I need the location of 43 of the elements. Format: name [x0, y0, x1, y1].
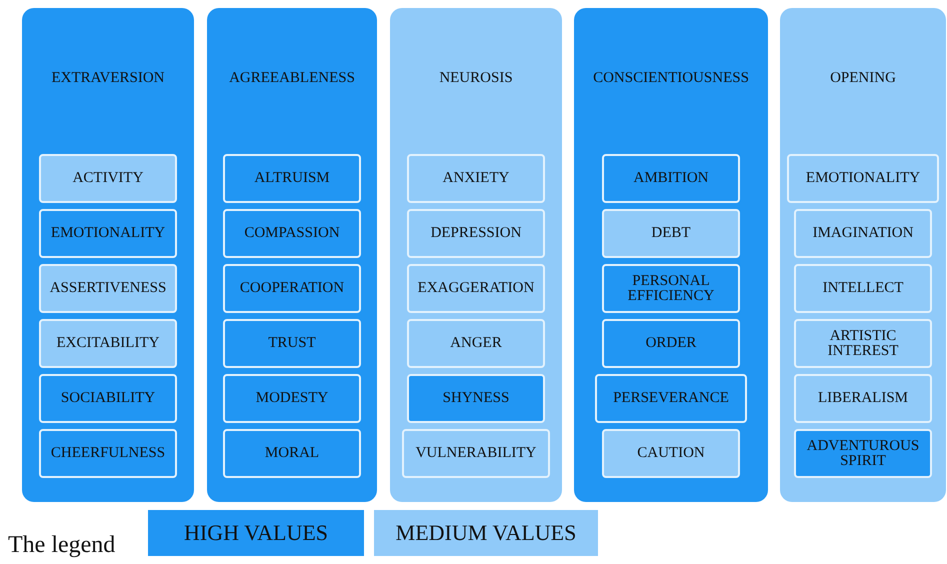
column-title: EXTRAVERSION: [50, 70, 166, 87]
trait-box: DEBT: [602, 209, 740, 258]
trait-box: ADVENTUROUS SPIRIT: [794, 429, 932, 478]
category-column: [207, 8, 377, 502]
trait-box: IMAGINATION: [794, 209, 932, 258]
trait-box: VULNERABILITY: [402, 429, 550, 478]
trait-box: LIBERALISM: [794, 374, 932, 423]
legend-caption: The legend: [8, 532, 116, 559]
column-title: CONSCIENTIOUSNESS: [592, 70, 750, 87]
category-column: [574, 8, 768, 502]
column-title: OPENING: [829, 70, 897, 87]
category-column: [390, 8, 562, 502]
trait-box: CHEERFULNESS: [39, 429, 177, 478]
trait-box: EXAGGERATION: [407, 264, 545, 313]
legend-swatch: MEDIUM VALUES: [374, 510, 598, 556]
column-title: NEUROSIS: [438, 70, 514, 87]
trait-box: ALTRUISM: [223, 154, 361, 203]
legend-swatch: HIGH VALUES: [148, 510, 364, 556]
trait-box: ACTIVITY: [39, 154, 177, 203]
trait-box: MORAL: [223, 429, 361, 478]
trait-box: ANGER: [407, 319, 545, 368]
trait-box: ASSERTIVENESS: [39, 264, 177, 313]
trait-box: CAUTION: [602, 429, 740, 478]
trait-box: MODESTY: [223, 374, 361, 423]
trait-box: ORDER: [602, 319, 740, 368]
trait-box: ANXIETY: [407, 154, 545, 203]
trait-box: PERSEVERANCE: [595, 374, 747, 423]
trait-box: AMBITION: [602, 154, 740, 203]
trait-box: DEPRESSION: [407, 209, 545, 258]
trait-box: ARTISTIC INTEREST: [794, 319, 932, 368]
trait-box: TRUST: [223, 319, 361, 368]
trait-box: EMOTIONALITY: [39, 209, 177, 258]
trait-box: COOPERATION: [223, 264, 361, 313]
trait-box: SHYNESS: [407, 374, 545, 423]
trait-box: EXCITABILITY: [39, 319, 177, 368]
trait-box: COMPASSION: [223, 209, 361, 258]
trait-box: PERSONAL EFFICIENCY: [602, 264, 740, 313]
category-column: [780, 8, 946, 502]
column-title: AGREEABLENESS: [228, 70, 356, 87]
trait-box: EMOTIONALITY: [787, 154, 939, 203]
trait-box: SOCIABILITY: [39, 374, 177, 423]
trait-box: INTELLECT: [794, 264, 932, 313]
category-column: [22, 8, 194, 502]
